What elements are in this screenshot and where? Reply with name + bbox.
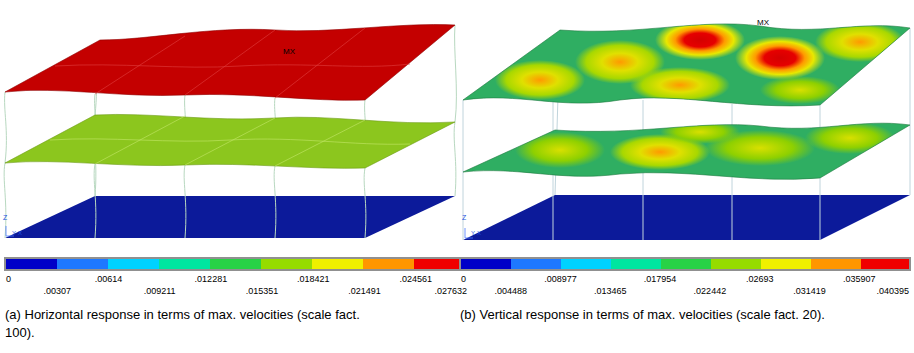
scale-value: .018421 <box>297 274 330 284</box>
illustration-part <box>275 120 365 166</box>
illustration-part <box>815 22 905 62</box>
color-bar <box>4 257 469 271</box>
illustration-part <box>910 28 911 195</box>
illustration-part <box>6 226 7 236</box>
illustration-part <box>210 259 261 269</box>
scale-value: .015351 <box>246 286 279 296</box>
scale-value: .031419 <box>793 286 826 296</box>
illustration-part <box>511 259 561 269</box>
illustration-part <box>50 116 410 166</box>
scale-value: .02693 <box>746 274 774 284</box>
illustration-part <box>655 20 745 60</box>
illustration-part <box>611 259 661 269</box>
illustration-part <box>57 259 108 269</box>
axis-label: Z <box>462 214 466 222</box>
scale-value: .035907 <box>843 274 876 284</box>
figure-caption: (b) Vertical response in terms of max. v… <box>460 306 840 324</box>
building-horizontal <box>4 25 456 238</box>
illustration-part <box>760 76 840 104</box>
scale-value: .027632 <box>434 286 467 296</box>
illustration-part <box>185 30 275 95</box>
illustration-part <box>463 123 910 179</box>
illustration-part <box>55 28 410 98</box>
illustration-part <box>495 60 585 100</box>
scale-value: .00614 <box>95 274 123 284</box>
scale-value: .021491 <box>348 286 381 296</box>
illustration-part <box>735 36 825 80</box>
illustration-part <box>159 259 210 269</box>
illustration-part <box>711 259 761 269</box>
illustration-part <box>5 25 455 101</box>
illustration-part <box>4 257 469 271</box>
illustration-part <box>661 259 711 269</box>
scale-value: .004488 <box>495 286 528 296</box>
max-marker: MX <box>283 47 295 56</box>
illustration-part <box>454 25 456 196</box>
illustration-part <box>630 67 730 103</box>
scale-value: .012281 <box>195 274 228 284</box>
illustration-part <box>108 259 159 269</box>
scale-value: .017954 <box>644 274 677 284</box>
illustration-part <box>275 28 365 98</box>
illustration-part <box>811 259 861 269</box>
axis-label: X <box>477 230 481 237</box>
scale-value: .00307 <box>43 286 71 296</box>
color-bar <box>459 257 911 271</box>
illustration-part <box>95 36 185 94</box>
illustration-part <box>6 259 57 269</box>
axis-label: Y <box>471 230 475 237</box>
illustration-part <box>5 196 455 238</box>
axis-label: Y <box>12 230 16 237</box>
illustration-part <box>55 64 410 67</box>
max-marker: MX <box>757 18 769 27</box>
illustration-part <box>515 132 605 168</box>
illustration-part <box>185 118 275 165</box>
scale-value: .040395 <box>876 286 909 296</box>
figure-caption: (a) Horizontal response in terms of max.… <box>5 306 385 342</box>
illustration-part <box>861 259 909 269</box>
axis-label: X <box>18 230 22 237</box>
illustration-part <box>4 25 456 238</box>
illustration-part <box>465 238 473 239</box>
illustration-part <box>261 259 312 269</box>
illustration-part <box>461 259 511 269</box>
illustration-part <box>363 259 414 269</box>
building-vertical <box>463 20 910 240</box>
scale-value: 0 <box>6 274 11 284</box>
scale-value: 0 <box>461 274 466 284</box>
illustration-part <box>761 259 811 269</box>
scale-value: .013465 <box>594 286 627 296</box>
illustration-part <box>465 228 466 238</box>
scale-value: .022442 <box>694 286 727 296</box>
illustration-part <box>5 114 455 168</box>
scale-value: .008977 <box>544 274 577 284</box>
illustration-part <box>312 259 363 269</box>
axis-label: Z <box>3 214 7 222</box>
scale-value: .009211 <box>144 286 176 296</box>
scale-value: .024561 <box>400 274 433 284</box>
illustration-part <box>95 116 185 164</box>
illustration-part <box>463 195 910 240</box>
illustration-part <box>515 120 895 170</box>
illustration-part <box>463 24 910 106</box>
illustration-part <box>660 120 740 144</box>
illustration-part <box>805 122 895 154</box>
illustration-part <box>561 259 611 269</box>
illustration-part <box>459 257 911 271</box>
